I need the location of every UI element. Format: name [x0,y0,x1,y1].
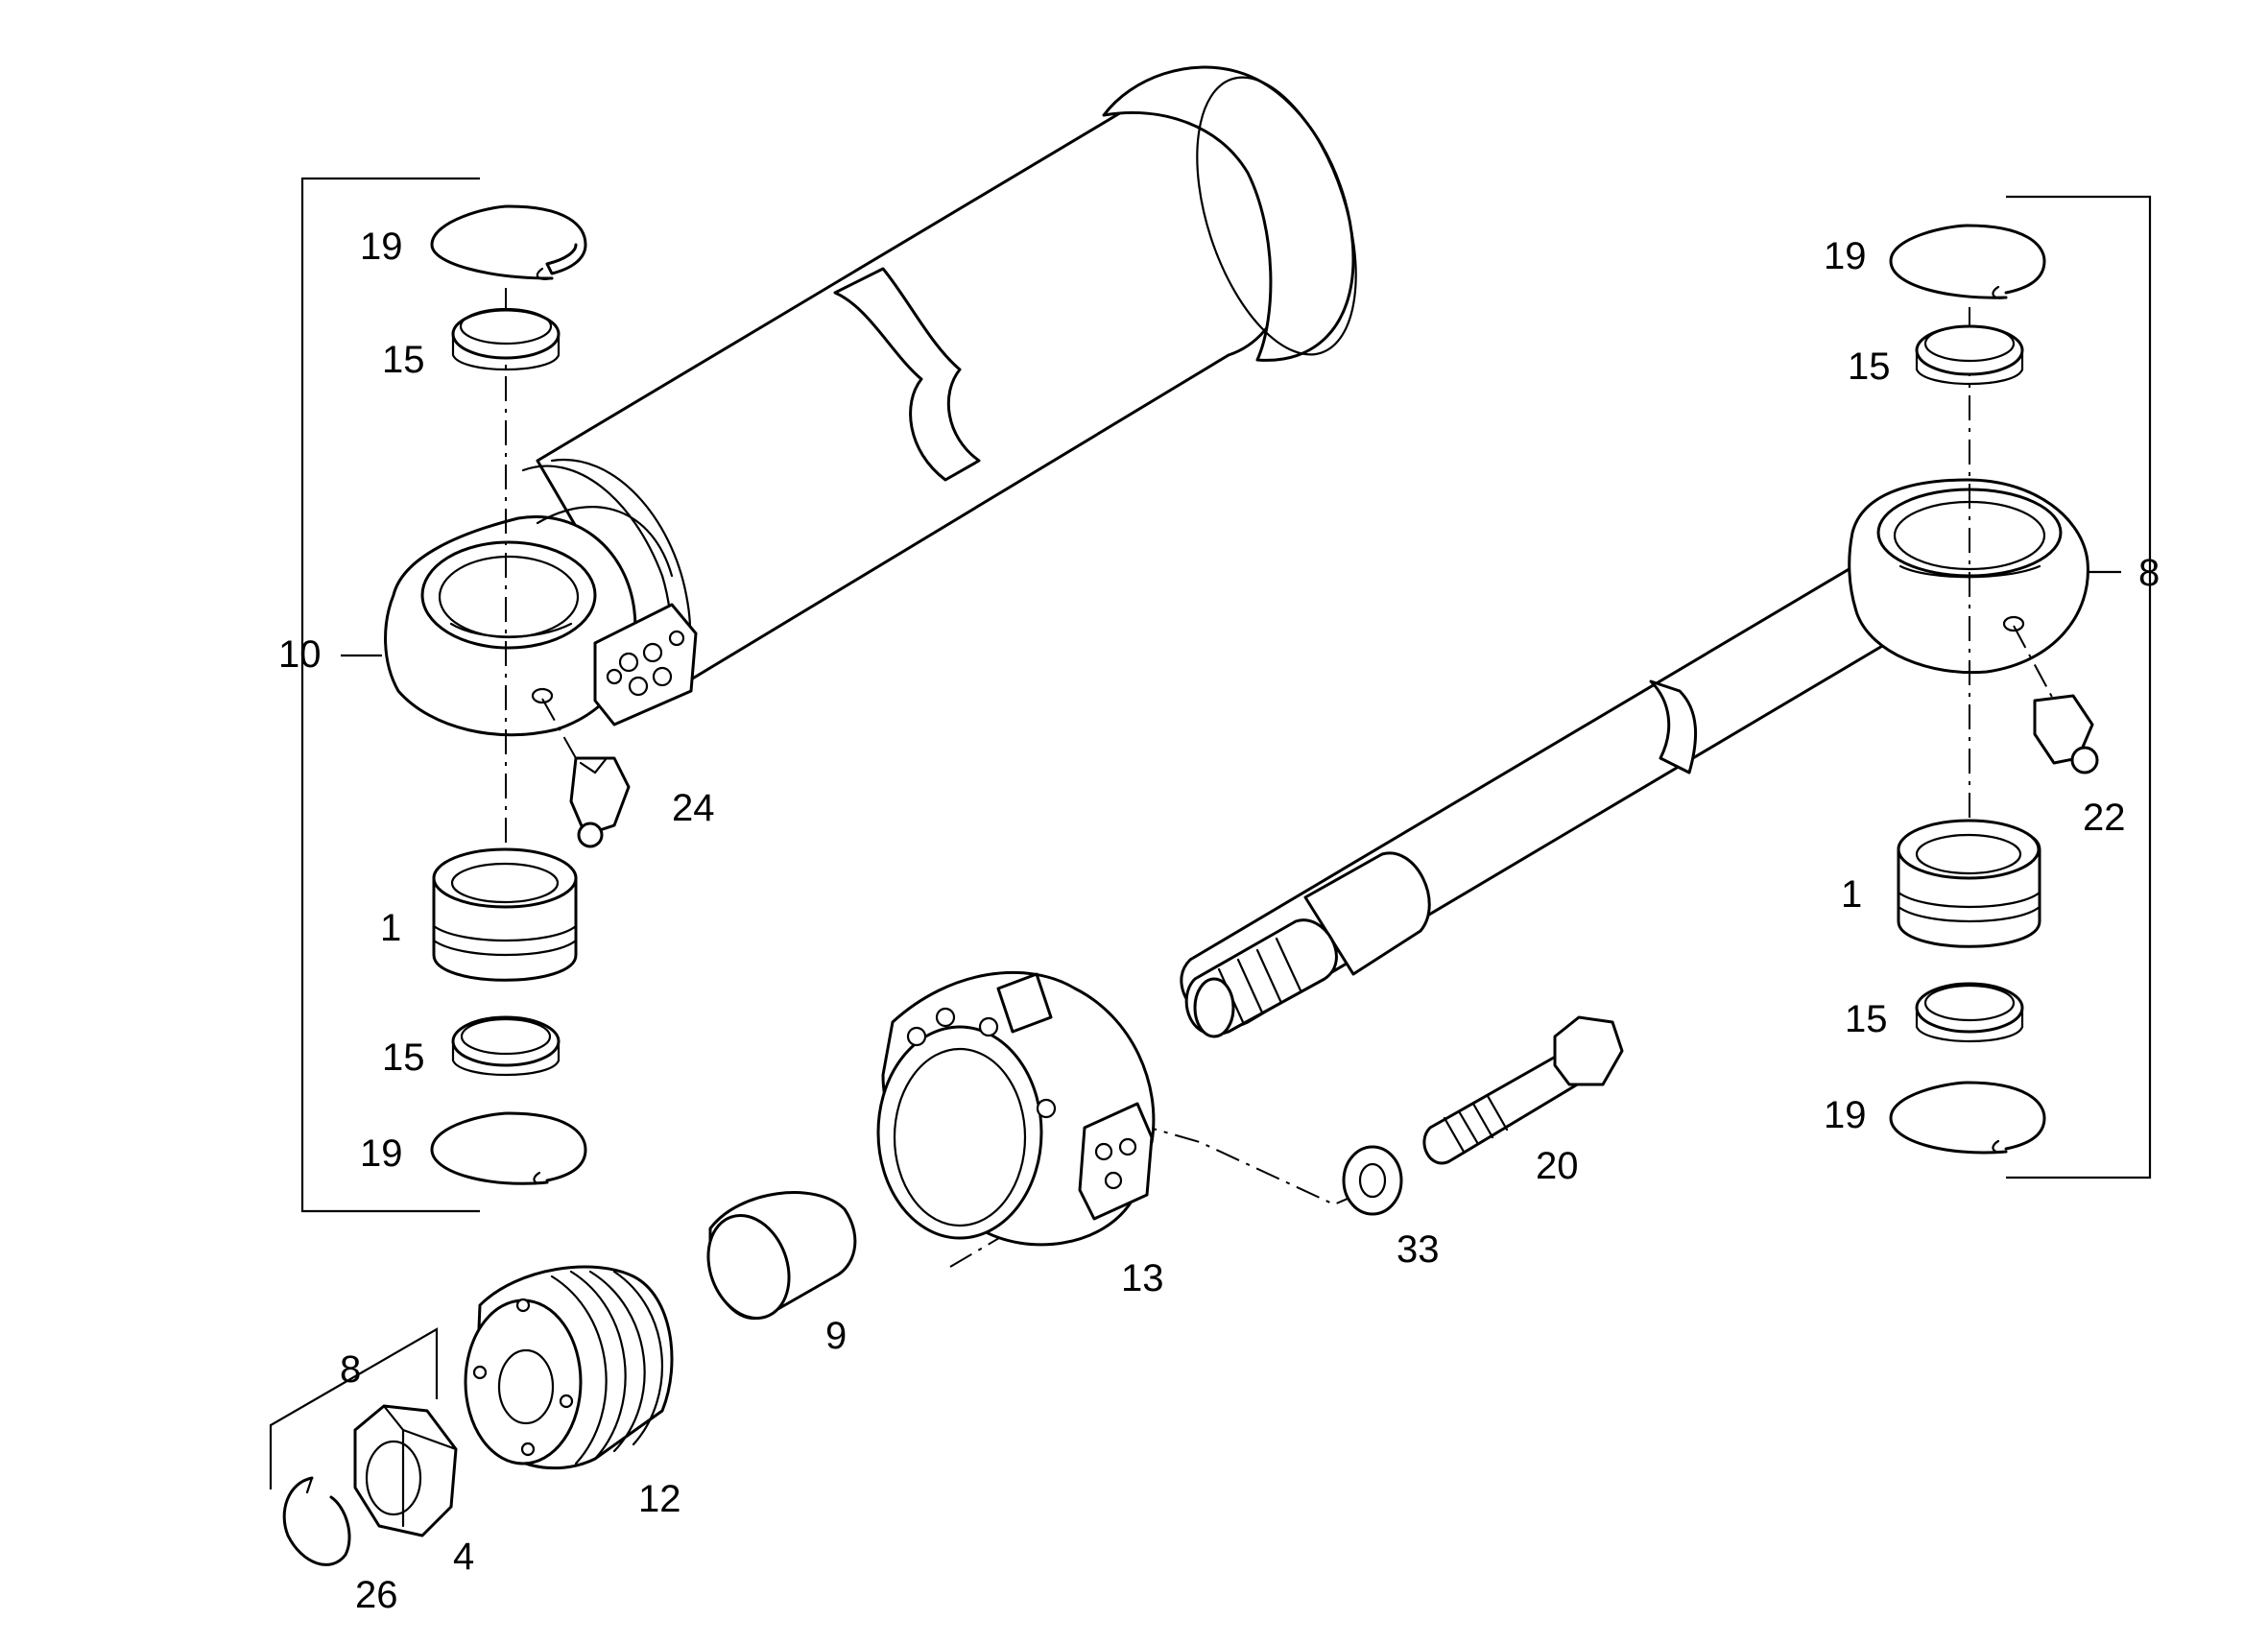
snap-ring-left-bottom [430,1111,587,1185]
axis-left-nipple [541,698,577,759]
cylinder-tube [521,65,1357,693]
bracket-right-group [2006,195,2152,1179]
bracket-left-group [300,177,480,1213]
bush-left-bottom [451,1015,561,1077]
callout-circlip: 26 [355,1574,398,1616]
snap-ring-left-top [430,204,587,280]
callout-left-grease-nipple: 24 [672,787,715,829]
bush-right-top [1915,324,2024,386]
callout-bolt: 20 [1536,1145,1579,1187]
callout-left-snap-ring-bottom: 19 [360,1132,403,1175]
callout-right-snap-ring-bottom: 19 [1824,1094,1867,1136]
callout-gland: 13 [1121,1257,1164,1299]
bush-left-top [451,307,561,371]
nut [353,1404,458,1537]
snap-ring-right-top [1889,224,2046,299]
bush-right-bottom [1915,982,2024,1043]
callout-right-snap-ring-top: 19 [1824,235,1867,277]
callout-right-grease-nipple: 22 [2083,797,2126,839]
axis-gland [1132,1122,1369,1206]
callout-left-assembly: 10 [278,633,322,676]
axis-right-nipple [2013,625,2055,702]
callout-nut: 4 [453,1536,474,1578]
grease-nipple-left [569,756,631,848]
cylinder-eye [384,506,698,737]
callout-washer: 33 [1397,1228,1440,1271]
callout-right-bearing: 1 [1841,873,1862,916]
guide-bush [706,1191,857,1321]
grease-nipple-right [2033,694,2099,774]
callout-right-bush-bottom: 15 [1845,998,1888,1040]
piston-rod [1180,478,2089,1038]
callout-left-bush-top: 15 [382,339,425,381]
piston [464,1265,674,1470]
bolt [1422,1015,1624,1165]
callout-right-assembly: 8 [2138,552,2160,594]
spherical-bearing-right [1897,819,2041,948]
circlip [282,1476,351,1566]
callout-guide-bush: 9 [825,1315,847,1357]
callout-right-bush-top: 15 [1848,345,1891,388]
callout-left-snap-ring-top: 19 [360,226,403,268]
callout-left-bearing: 1 [380,907,401,949]
snap-ring-right-bottom [1889,1081,2046,1155]
gland [876,971,1156,1247]
bracket-nut-group [269,1327,439,1489]
washer [1342,1145,1403,1216]
spherical-bearing-left [432,847,578,982]
callout-nut-group: 8 [340,1348,361,1391]
callout-left-bush-bottom: 15 [382,1036,425,1079]
callout-piston: 12 [638,1478,681,1520]
